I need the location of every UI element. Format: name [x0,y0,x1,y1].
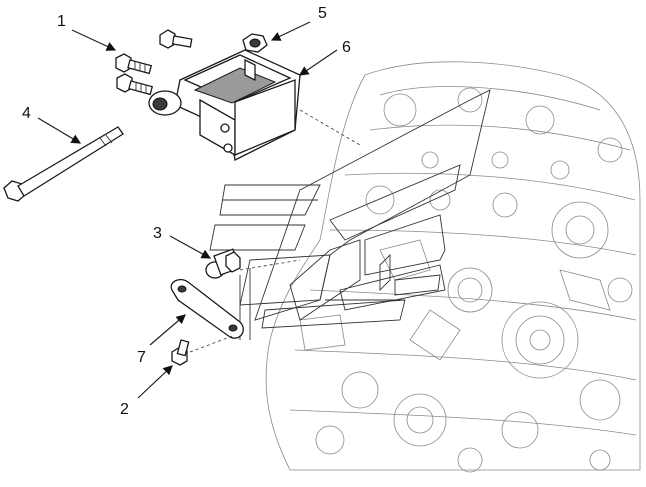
bolt-part-1-lower [116,73,154,96]
bolt-top [159,29,193,49]
callout-7: 7 [137,349,146,366]
callout-2: 2 [120,401,129,418]
callout-6: 6 [342,39,351,56]
callout-1: 1 [57,13,66,30]
callout-5: 5 [318,5,327,22]
spacer-part-3 [205,248,241,279]
mounting-plate-outline [209,89,491,340]
engine-block-illustration [265,61,641,473]
leader-arrows [37,21,338,399]
link-plate-part-7 [170,278,244,339]
bracket-part-6 [148,49,301,161]
callout-3: 3 [153,225,162,242]
bolt-part-1-upper [115,53,153,75]
bolt-part-2 [171,339,190,366]
long-bolt-part-4 [3,126,124,202]
nut-part-5 [242,33,268,53]
assembly-guide-lines [189,109,361,353]
callout-4: 4 [22,105,31,122]
